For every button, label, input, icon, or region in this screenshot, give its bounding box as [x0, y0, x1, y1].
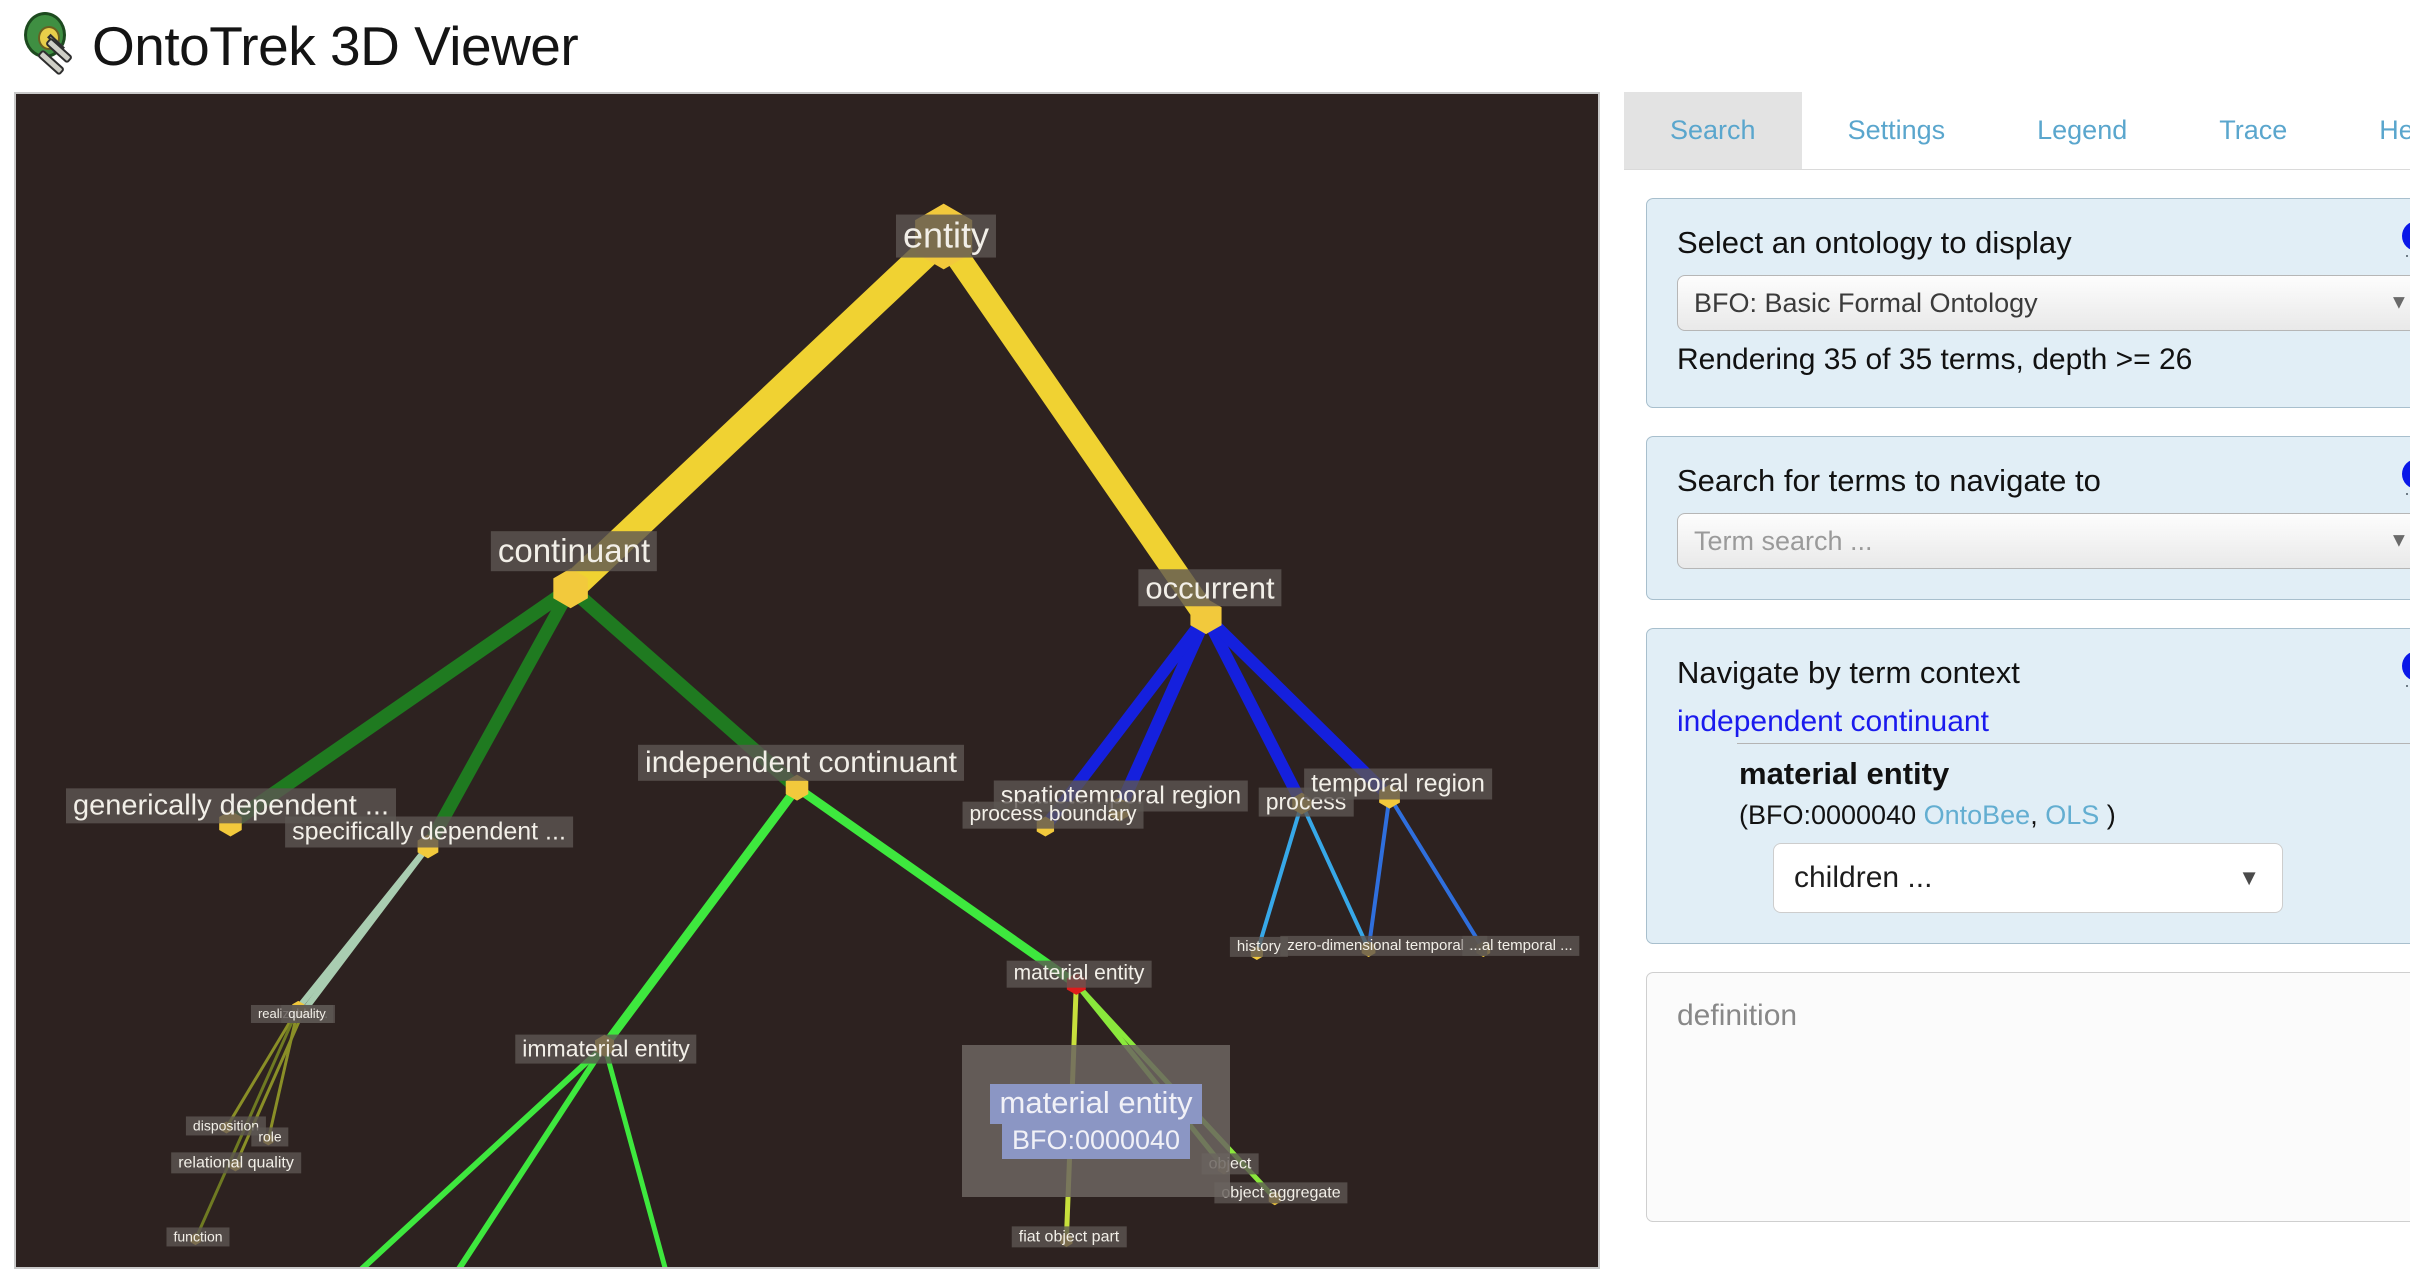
- graph-edges-and-nodes: [190, 203, 1491, 1267]
- ontology-select-heading: Select an ontology to display: [1677, 225, 2072, 260]
- graph-edge: [563, 581, 805, 795]
- render-status-text: Rendering 35 of 35 terms, depth >= 26: [1677, 343, 2193, 376]
- info-icon-search[interactable]: i: [2401, 459, 2410, 495]
- ontology-select-card: i Select an ontology to display BFO: Bas…: [1646, 198, 2410, 408]
- graph-edge: [1366, 794, 1392, 952]
- graph-edge: [600, 783, 802, 1051]
- graph-edge: [233, 1010, 305, 1167]
- parent-term-link[interactable]: independent continuant: [1677, 705, 1989, 738]
- graph-edge: [223, 581, 578, 831]
- tab-settings[interactable]: Settings: [1801, 92, 1992, 169]
- graph-node[interactable]: [263, 1133, 274, 1146]
- children-dropdown-label: children ...: [1794, 861, 1933, 894]
- graph-edge: [1299, 801, 1371, 952]
- term-context-heading: Navigate by term context: [1677, 655, 2020, 690]
- info-icon-context[interactable]: i: [2401, 651, 2410, 687]
- graph-edge: [1200, 610, 1396, 803]
- side-panel: SearchSettingsLegendTraceHelp i Select a…: [1624, 92, 2410, 1272]
- term-id-comma: ,: [2030, 800, 2038, 830]
- chevron-down-icon-ontology: ▼: [2388, 291, 2409, 314]
- tab-bar: SearchSettingsLegendTraceHelp: [1624, 92, 2410, 170]
- graph-edge: [224, 1006, 300, 1129]
- term-context-card: i Navigate by term context independent c…: [1646, 628, 2410, 944]
- current-term-id: (BFO:0000040 OntoBee, OLS ): [1739, 800, 2410, 831]
- info-icon-ontology[interactable]: i: [2401, 221, 2410, 257]
- current-term-label: material entity: [1739, 756, 1950, 791]
- chevron-down-icon-search: ▼: [2388, 529, 2409, 552]
- term-search-input[interactable]: Term search ... ▼: [1677, 513, 2410, 569]
- term-search-card: i Search for terms to navigate to Term s…: [1646, 436, 2410, 600]
- app-header: OntoTrek 3D Viewer: [0, 0, 2410, 92]
- node-tooltip: material entity BFO:0000040: [962, 1045, 1230, 1197]
- graph-edge: [359, 1042, 608, 1267]
- graph-edge: [194, 1006, 300, 1241]
- graph-node[interactable]: [230, 1159, 241, 1172]
- tab-search[interactable]: Search: [1624, 92, 1802, 169]
- term-search-placeholder: Term search ...: [1694, 525, 1873, 556]
- graph-node[interactable]: [553, 568, 588, 609]
- tab-legend[interactable]: Legend: [1991, 92, 2174, 169]
- tooltip-term-label: material entity: [989, 1083, 1203, 1124]
- graph-edge: [1387, 794, 1486, 952]
- context-divider: [1737, 743, 2410, 744]
- graph-edge: [792, 783, 1081, 989]
- graph-node[interactable]: [190, 1233, 201, 1246]
- definition-placeholder: definition: [1677, 999, 1798, 1032]
- chevron-down-icon-children: ▼: [2238, 865, 2260, 890]
- graph-edge: [931, 224, 1218, 629]
- graph-edge: [421, 581, 578, 853]
- ontology-selected-value: BFO: Basic Formal Ontology: [1694, 287, 2038, 318]
- term-search-heading: Search for terms to navigate to: [1677, 463, 2101, 498]
- graph-node[interactable]: [1060, 1233, 1073, 1248]
- graph-node[interactable]: [1190, 598, 1222, 635]
- tooltip-term-id: BFO:0000040: [1001, 1123, 1191, 1159]
- term-id-close: ): [2106, 800, 2116, 830]
- graph-node[interactable]: [1361, 941, 1376, 958]
- graph-edge: [456, 1042, 608, 1267]
- graph-edge: [1112, 609, 1213, 817]
- ontobee-link[interactable]: OntoBee: [1923, 800, 2031, 830]
- graph-edge: [1254, 801, 1304, 956]
- children-dropdown[interactable]: children ... ▼: [1773, 843, 2283, 913]
- graph-node[interactable]: [1250, 946, 1263, 961]
- starship-logo-icon: [16, 10, 88, 82]
- definition-card: definition: [1646, 972, 2410, 1222]
- graph-edge: [300, 843, 431, 1015]
- graph-edge: [602, 1043, 668, 1267]
- ols-link[interactable]: OLS: [2045, 800, 2100, 830]
- tab-help[interactable]: Help: [2333, 92, 2410, 169]
- graph-edge: [1200, 610, 1308, 810]
- ontology-select-dropdown[interactable]: BFO: Basic Formal Ontology ▼: [1677, 275, 2410, 331]
- graph-edge: [556, 222, 958, 603]
- tab-trace[interactable]: Trace: [2173, 92, 2334, 169]
- graph-edge: [266, 1006, 300, 1141]
- page-title: OntoTrek 3D Viewer: [92, 15, 579, 77]
- term-id-text: (BFO:0000040: [1739, 800, 1917, 830]
